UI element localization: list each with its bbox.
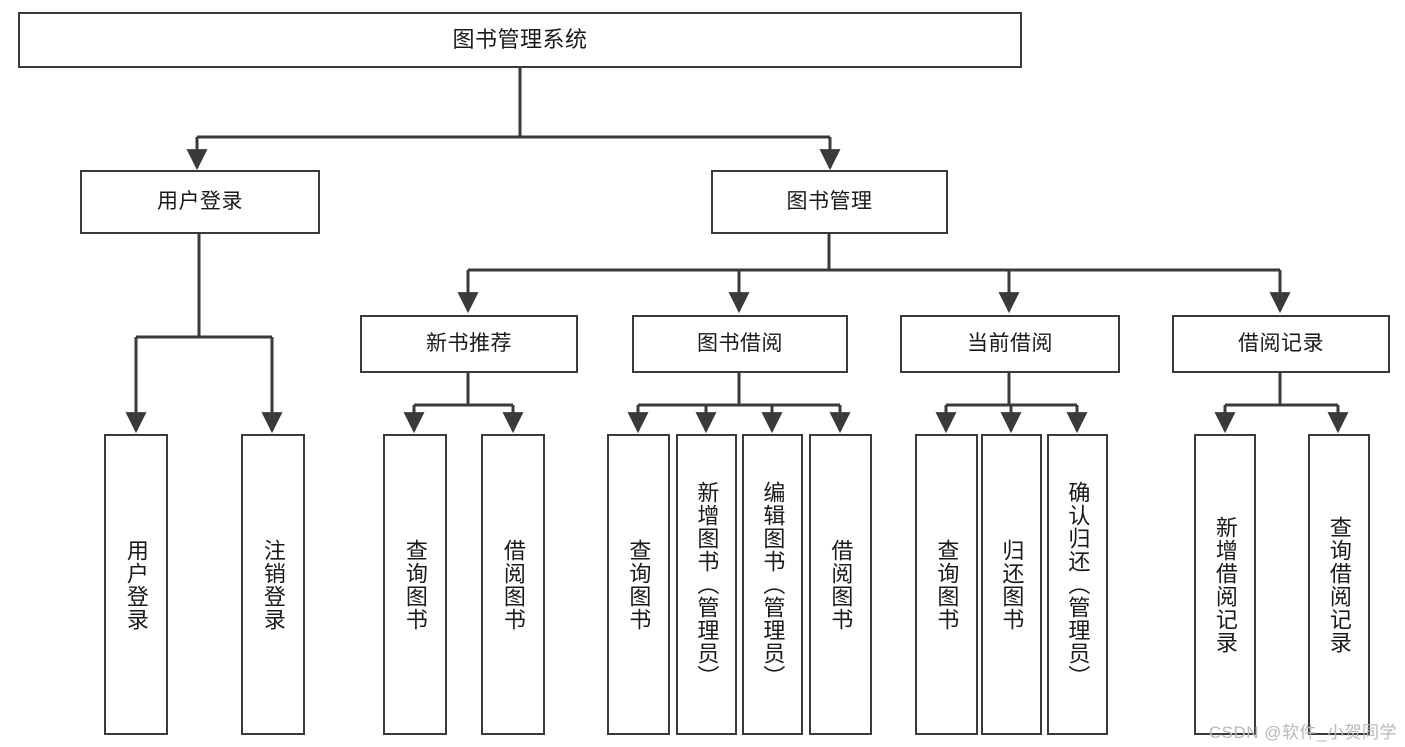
leaf-current-confirm-return-admin[interactable]: 确认归还（管理员）: [1047, 434, 1108, 735]
leaf-borrow-add-book-admin[interactable]: 新增图书（管理员）: [676, 434, 737, 735]
node-label: 借阅图书: [828, 538, 854, 631]
leaf-records-add-record[interactable]: 新增借阅记录: [1194, 434, 1256, 735]
leaf-current-return-book[interactable]: 归还图书: [981, 434, 1042, 735]
node-label: 新增图书（管理员）: [694, 481, 720, 688]
leaf-borrow-lend-book[interactable]: 借阅图书: [809, 434, 872, 735]
node-current-borrow[interactable]: 当前借阅: [900, 315, 1120, 373]
leaf-user-logout[interactable]: 注销登录: [241, 434, 305, 735]
leaf-records-query-record[interactable]: 查询借阅记录: [1308, 434, 1370, 735]
node-root-system[interactable]: 图书管理系统: [18, 12, 1022, 68]
node-label: 编辑图书（管理员）: [760, 481, 786, 688]
leaf-current-query-book[interactable]: 查询图书: [915, 434, 978, 735]
node-label: 图书管理: [786, 190, 873, 214]
node-user-login[interactable]: 用户登录: [80, 170, 320, 234]
node-label: 注销登录: [260, 538, 286, 631]
leaf-user-login[interactable]: 用户登录: [104, 434, 168, 735]
node-label: 查询图书: [626, 538, 652, 631]
node-label: 用户登录: [157, 190, 243, 214]
node-label: 查询图书: [402, 538, 428, 631]
node-label: 新增借阅记录: [1212, 515, 1238, 654]
node-new-book-recommend[interactable]: 新书推荐: [360, 315, 578, 373]
node-label: 借阅记录: [1238, 332, 1324, 356]
node-label: 图书管理系统: [452, 26, 588, 52]
node-label: 确认归还（管理员）: [1065, 481, 1091, 688]
node-label: 查询图书: [934, 538, 960, 631]
node-label: 用户登录: [123, 538, 149, 631]
node-label: 归还图书: [999, 538, 1025, 631]
node-label: 当前借阅: [967, 332, 1053, 356]
node-label: 查询借阅记录: [1326, 515, 1352, 654]
leaf-new-books-query-book[interactable]: 查询图书: [383, 434, 447, 735]
node-label: 新书推荐: [426, 332, 512, 356]
leaf-new-books-borrow-book[interactable]: 借阅图书: [481, 434, 545, 735]
leaf-borrow-edit-book-admin[interactable]: 编辑图书（管理员）: [742, 434, 803, 735]
node-label: 借阅图书: [500, 538, 526, 631]
node-book-management[interactable]: 图书管理: [711, 170, 948, 234]
node-book-borrow[interactable]: 图书借阅: [632, 315, 848, 373]
node-label: 图书借阅: [697, 332, 783, 356]
leaf-borrow-query-book[interactable]: 查询图书: [607, 434, 670, 735]
node-borrow-records[interactable]: 借阅记录: [1172, 315, 1390, 373]
